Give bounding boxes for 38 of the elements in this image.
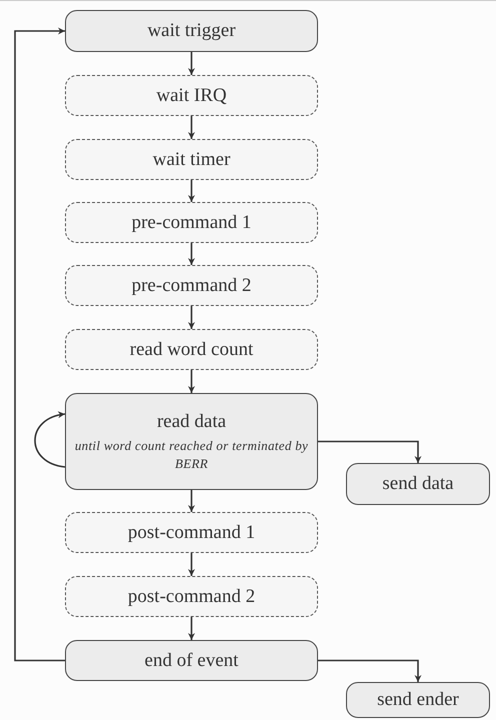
step-label: wait trigger (147, 19, 236, 43)
step-label: send data (382, 472, 454, 496)
optional-step-box (65, 265, 318, 306)
optional-step-box (65, 75, 318, 116)
step-label: end of event (144, 648, 238, 672)
step-note: until word count reached or terminated by BERR (74, 437, 310, 474)
arrow (188, 116, 195, 139)
step-box (346, 682, 490, 718)
step-box (65, 10, 318, 52)
optional-step-box (65, 329, 318, 370)
optional-step-box (65, 512, 318, 553)
arrow (188, 553, 195, 576)
arrow (318, 660, 422, 682)
step-label: wait IRQ (156, 84, 227, 108)
step-label: pre-command 1 (132, 210, 252, 234)
arrow (188, 306, 195, 329)
optional-step-box (65, 576, 318, 617)
arrow (188, 180, 195, 202)
step-label: post-command 1 (128, 520, 256, 544)
step-label: read word count (130, 338, 254, 362)
step-box (346, 463, 490, 505)
arrow (188, 617, 195, 640)
arrow (34, 412, 66, 468)
step-box (65, 640, 318, 681)
arrow (188, 243, 195, 265)
step-label: pre-command 2 (132, 274, 252, 298)
step-label: post-command 2 (128, 584, 256, 608)
optional-step-box (65, 202, 318, 243)
step-box (65, 393, 318, 490)
step-label: send ender (377, 688, 459, 712)
arrow (318, 440, 422, 463)
arrow (188, 370, 195, 393)
arrow (14, 28, 65, 662)
arrow (188, 52, 195, 75)
optional-step-box (65, 139, 318, 180)
step-label: wait timer (152, 148, 230, 172)
arrow (188, 490, 195, 512)
step-label: read data (156, 410, 226, 434)
